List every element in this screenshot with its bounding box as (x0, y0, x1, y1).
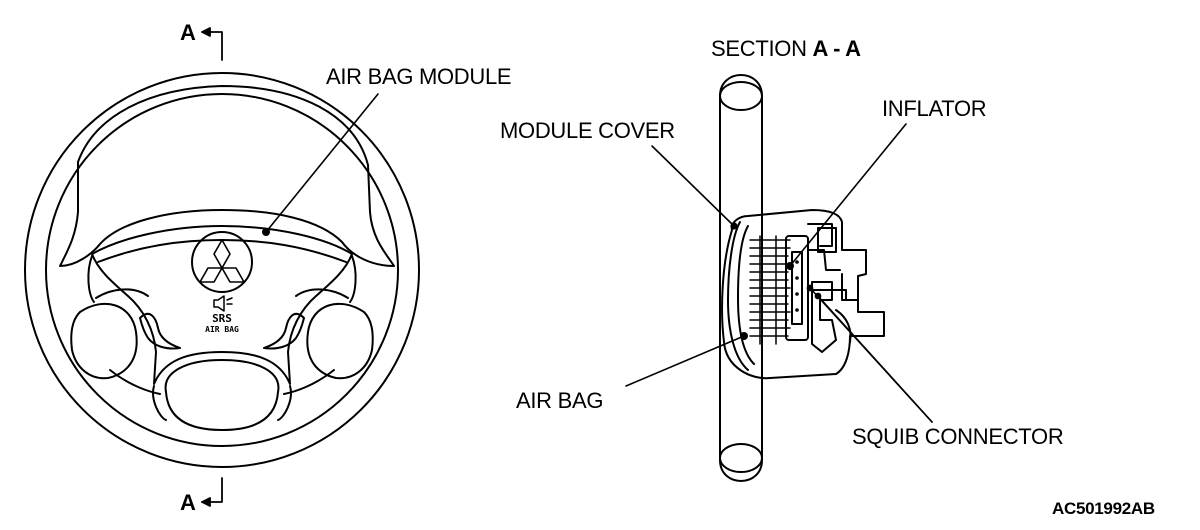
section-title-letters: A - A (812, 36, 862, 61)
label-squib-connector: SQUIB CONNECTOR (852, 424, 1064, 449)
leader-dot-inflator (786, 262, 794, 270)
wheel-hub (91, 225, 353, 385)
squib-connector-body (811, 281, 837, 353)
rim-bottom-end (719, 443, 763, 473)
label-inflator: INFLATOR (882, 96, 987, 121)
section-marker-bottom: A (180, 490, 196, 515)
wheel-inner-rim (45, 93, 399, 447)
srs-emblem: SRS AIR BAG (205, 312, 239, 334)
connector-wire (835, 309, 852, 343)
spoke-left-lower (109, 369, 161, 395)
lower-grip (164, 359, 280, 431)
lower-spoke-connector-left (152, 385, 167, 421)
left-spoke-edge (95, 288, 149, 299)
section-marker-top: A (180, 20, 196, 45)
rim-top-end (719, 81, 763, 111)
wheel-rim-section (719, 74, 763, 482)
bracket-block (817, 227, 837, 253)
lower-spoke-connector-right (277, 385, 292, 421)
section-title-prefix: SECTION (711, 36, 807, 61)
three-diamonds-logo (199, 239, 245, 283)
spoke-right-lower (283, 369, 335, 395)
label-air-bag: AIR BAG (516, 388, 604, 413)
section-arrow-top (201, 27, 223, 61)
left-thumb-pad (70, 302, 138, 380)
leader-squib-connector-2 (817, 295, 933, 423)
label-module-cover: MODULE COVER (500, 118, 675, 143)
figure-code: AC501992AB (1052, 499, 1155, 518)
label-air-bag-module: AIR BAG MODULE (326, 64, 512, 89)
wheel-outer-rim (24, 72, 420, 468)
inflator-holes (795, 260, 799, 312)
module-cover-inner (737, 225, 755, 365)
pad-seam (97, 239, 347, 263)
leader-dot-squib-1 (806, 284, 814, 292)
steering-wheel (24, 72, 420, 468)
module-cover (727, 221, 749, 371)
right-thumb-pad (306, 302, 374, 380)
leader-dot-air-bag-module (262, 228, 270, 236)
folded-air-bag (749, 235, 791, 345)
section-title: SECTION A - A (711, 38, 861, 60)
airbag-emblem-text: AIR BAG (205, 325, 239, 334)
leader-air-bag (625, 335, 745, 387)
leader-dot-squib-2 (814, 292, 822, 300)
leader-dot-air-bag (740, 332, 748, 340)
horn-icon (213, 295, 233, 312)
retainer-bracket (807, 223, 847, 301)
module-housing (721, 209, 885, 380)
leader-module-cover (651, 145, 735, 227)
right-spoke-edge (295, 288, 349, 299)
leader-inflator (789, 123, 907, 267)
left-flame (139, 312, 181, 350)
emblem-circle (191, 231, 253, 293)
section-view (719, 74, 885, 482)
leader-air-bag-module (265, 93, 379, 233)
section-arrow-bottom (201, 477, 223, 507)
spoke-right-upper (349, 255, 357, 303)
leader-dot-module-cover (730, 222, 738, 230)
housing-step (841, 273, 859, 301)
wheel-upper-opening (59, 85, 395, 267)
inflator-inner (791, 251, 803, 325)
srs-emblem-text: SRS (212, 312, 232, 325)
spoke-left-upper (87, 255, 95, 303)
right-flame (263, 312, 305, 350)
